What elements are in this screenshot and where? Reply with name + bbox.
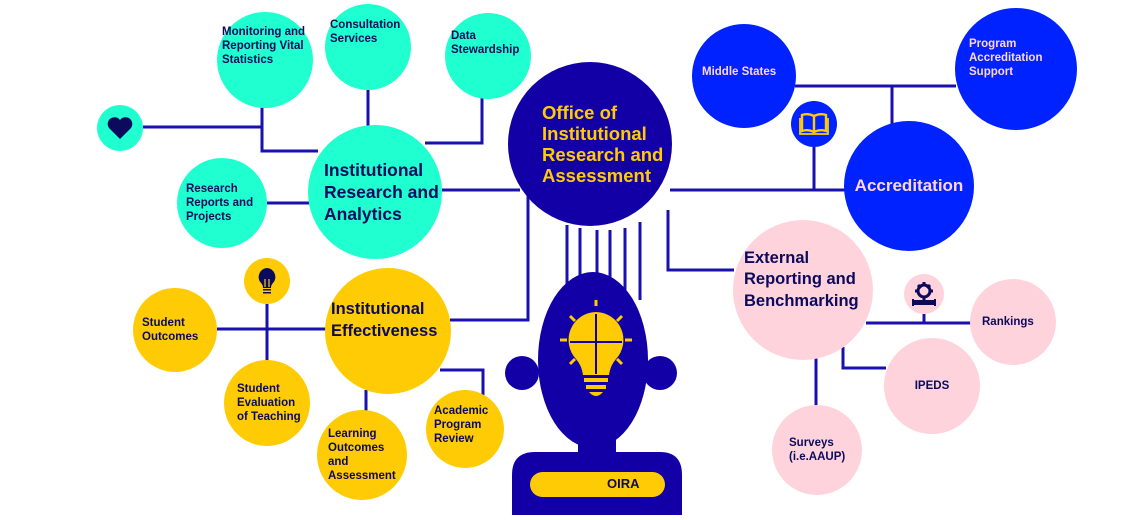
office-title: Office of Institutional Research and Ass… (542, 102, 664, 186)
heart-icon (97, 105, 143, 151)
accreditation-item-middle-states: Middle States (692, 24, 796, 128)
accreditation-title: Accreditation (854, 176, 964, 195)
item-label: Surveys (i.e.AAUP) (789, 437, 846, 463)
item-label: Rankings (982, 316, 1034, 328)
item-label: IPEDS (914, 380, 950, 392)
item-label: Research Reports and Projects (186, 183, 254, 223)
gear-wrench-icon (904, 274, 944, 314)
effectiveness-item-learning-outcomes: Learning Outcomes and Assessment (317, 410, 407, 500)
external-item-surveys: Surveys (i.e.AAUP) (772, 405, 862, 495)
research-item-data-stewardship: Data Stewardship (445, 13, 531, 99)
book-icon (791, 101, 837, 147)
effectiveness-item-academic-review: Academic Program Review (426, 390, 504, 468)
lightbulb-icon (244, 258, 290, 304)
research-item-consultation: Consultation Services (325, 4, 411, 90)
effectiveness-title: Institutional Effectiveness (331, 300, 438, 340)
oira-badge: OIRA (607, 476, 640, 491)
research-item-monitoring: Monitoring and Reporting Vital Statistic… (217, 12, 313, 108)
puzzle-lightbulb-icon (560, 300, 632, 396)
accreditation-node: Accreditation (844, 121, 974, 251)
research-node: Institutional Research and Analytics (308, 125, 442, 259)
effectiveness-item-student-evaluation: Student Evaluation of Teaching (224, 360, 310, 446)
research-title: Institutional Research and Analytics (324, 160, 439, 224)
effectiveness-item-student-outcomes: Student Outcomes (133, 288, 217, 372)
item-label: Student Outcomes (142, 317, 199, 343)
accreditation-item-program-support: Program Accreditation Support (955, 8, 1077, 130)
effectiveness-node: Institutional Effectiveness (325, 268, 451, 394)
item-label: Learning Outcomes and Assessment (328, 428, 396, 482)
item-label: Academic Program Review (434, 405, 489, 445)
external-item-ipeds: IPEDS (884, 338, 980, 434)
external-title: External Reporting and Benchmarking (744, 248, 859, 310)
item-label: Program Accreditation Support (969, 38, 1043, 78)
item-label: Student Evaluation of Teaching (237, 383, 301, 423)
external-node: External Reporting and Benchmarking (733, 220, 873, 360)
item-label: Monitoring and Reporting Vital Statistic… (222, 26, 306, 66)
external-item-rankings: Rankings (970, 279, 1056, 365)
item-label: Middle States (702, 66, 777, 78)
item-label: Consultation Services (330, 19, 401, 45)
item-label: Data Stewardship (451, 30, 520, 56)
office-node: Office of Institutional Research and Ass… (508, 62, 672, 226)
research-item-reports: Research Reports and Projects (177, 158, 267, 248)
